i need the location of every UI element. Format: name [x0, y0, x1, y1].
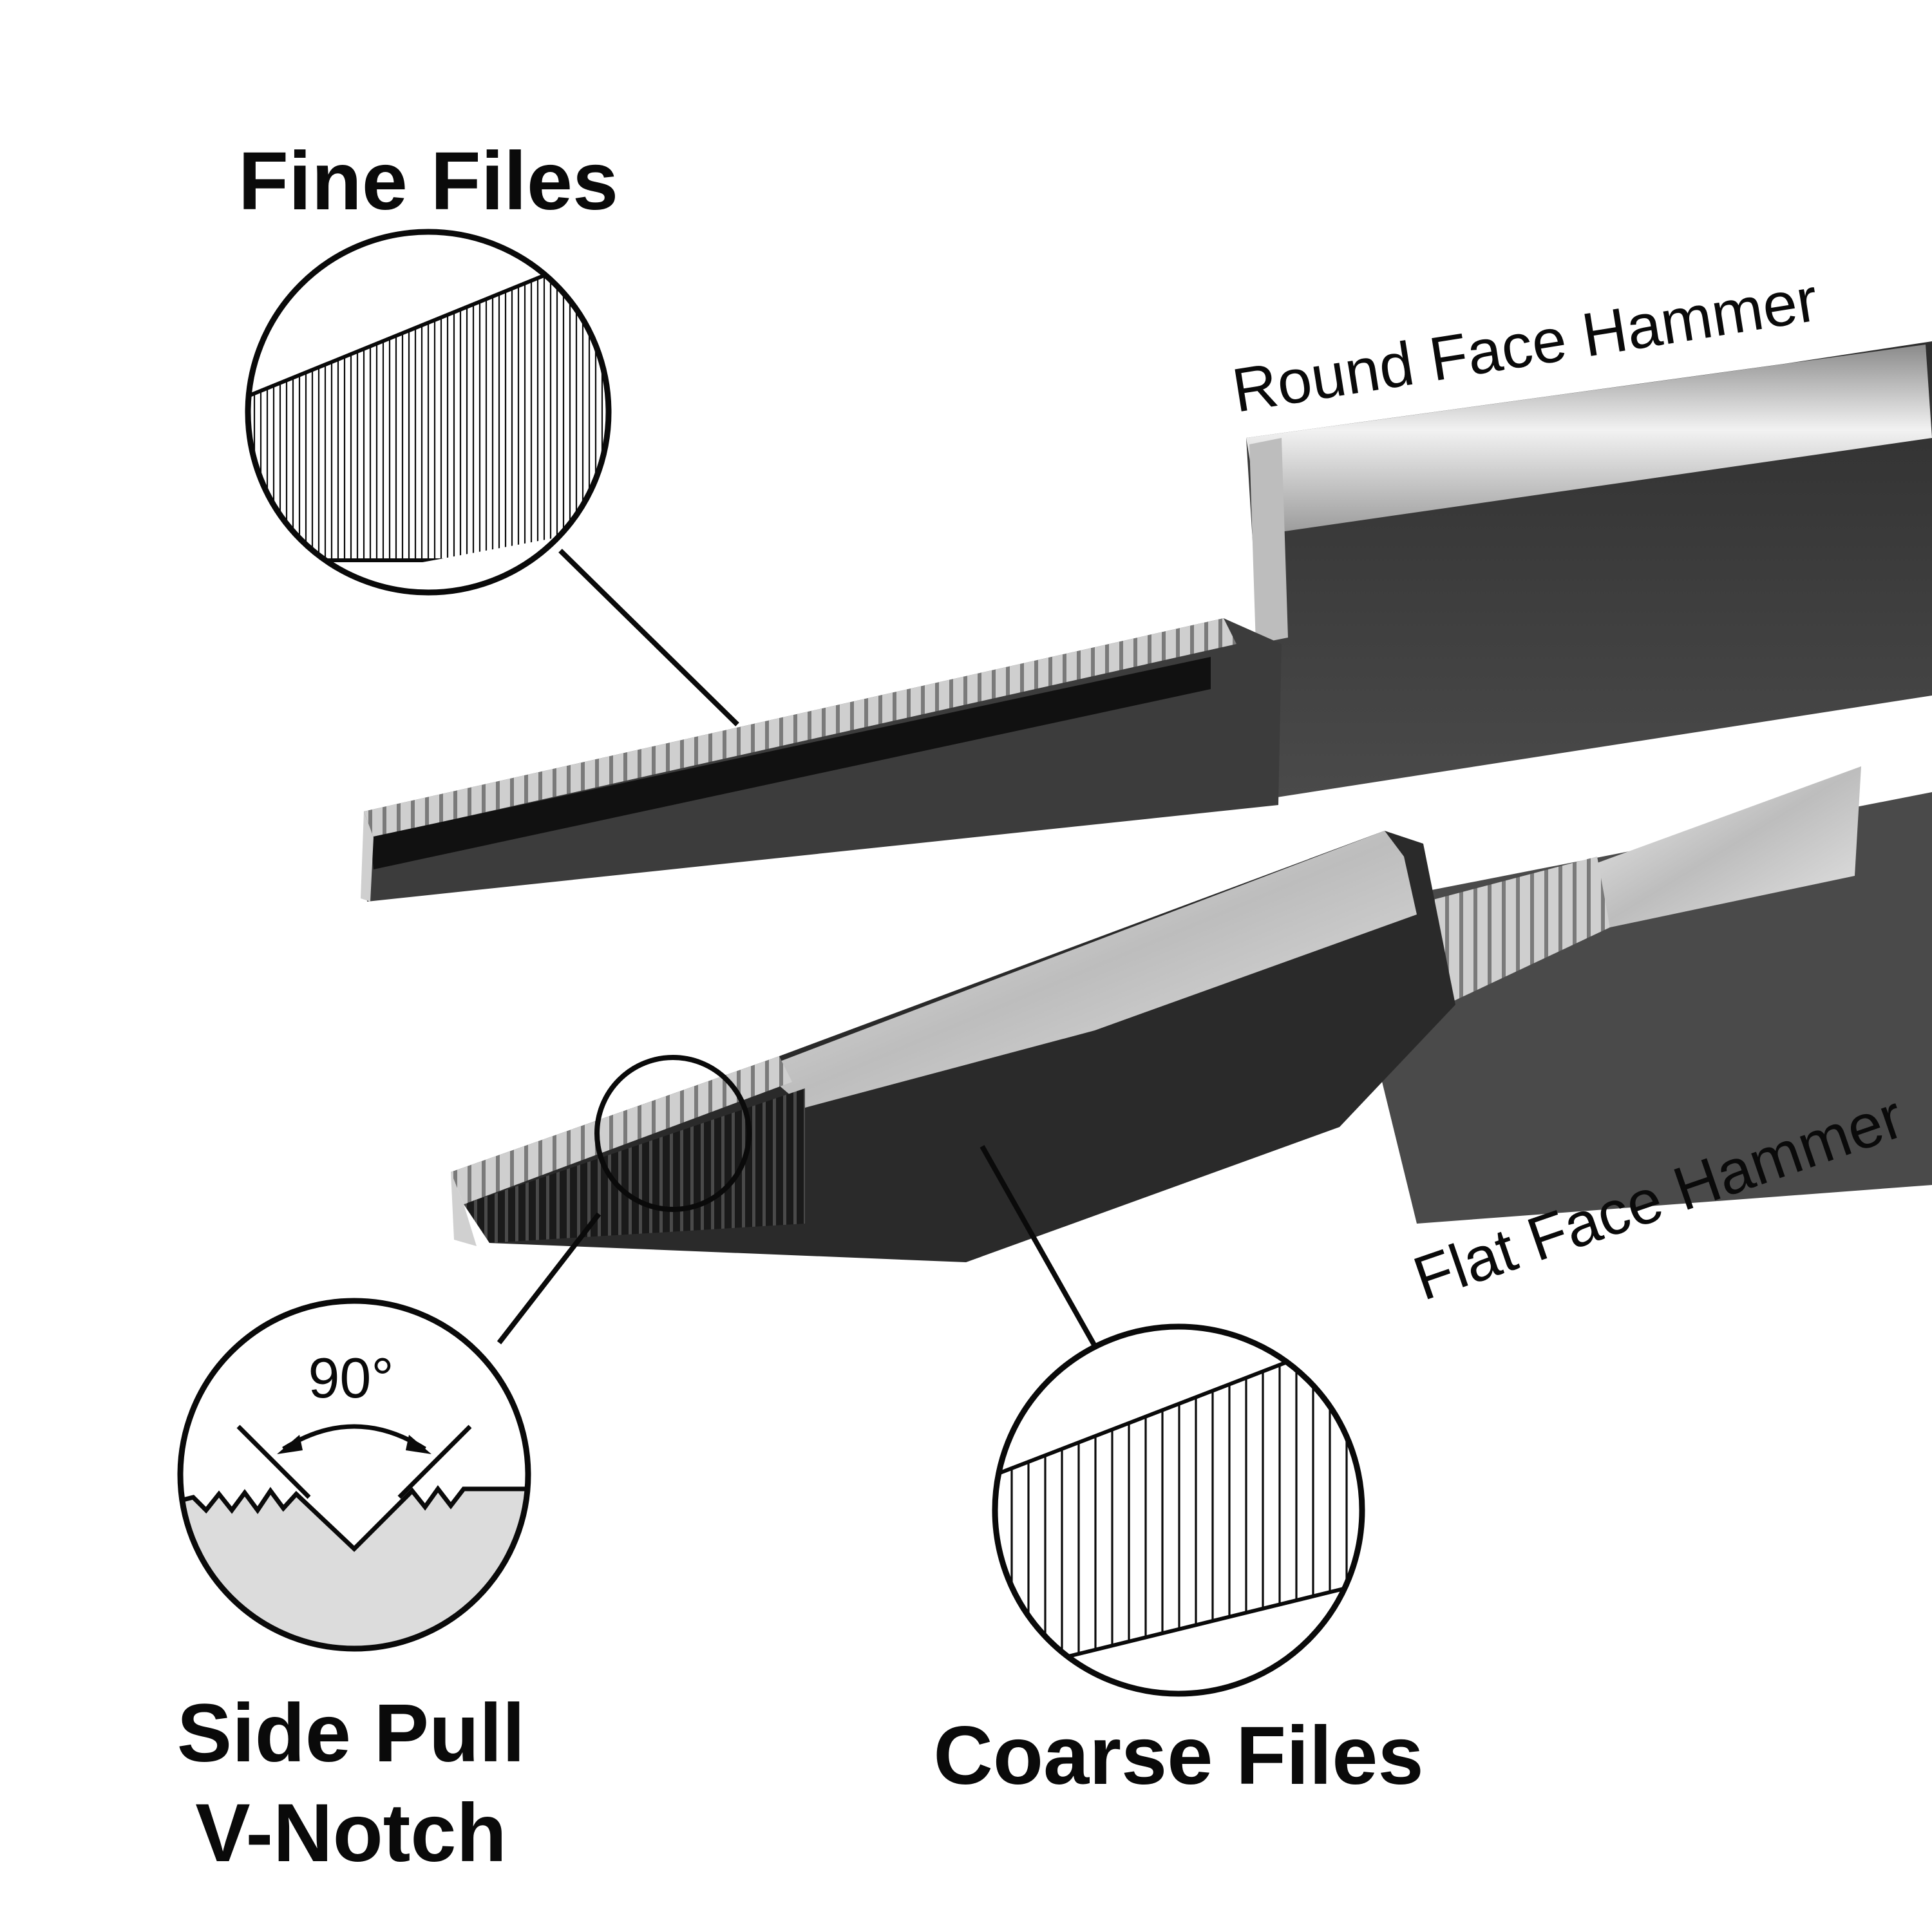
fine-files-label: Fine Files — [238, 135, 618, 227]
angle-arrow-left — [277, 1435, 303, 1454]
side-pull-label-line2: V-Notch — [195, 1787, 507, 1879]
angle-label: 90° — [308, 1346, 393, 1410]
v-notch-profile — [180, 1485, 528, 1649]
v-notch-leader — [497, 1212, 601, 1345]
angle-arm-left — [236, 1425, 311, 1499]
angle-arrow-right — [406, 1435, 431, 1454]
pliers-photo — [361, 341, 1932, 1262]
v-notch-callout: 90° Side Pull V-Notch — [177, 1298, 531, 1879]
side-pull-label-line1: Side Pull — [177, 1687, 526, 1779]
fine-files-leader — [558, 549, 739, 726]
upper-jaw-head — [1246, 341, 1932, 799]
lower-jaw-nose — [451, 831, 1455, 1262]
v-notch-circle — [177, 1298, 531, 1652]
coarse-files-label: Coarse Files — [933, 1710, 1423, 1802]
angle-arm-right — [397, 1425, 472, 1499]
coarse-files-leader — [980, 1145, 1097, 1347]
fine-files-circle — [245, 229, 612, 596]
upper-jaw-nose — [361, 618, 1282, 902]
angle-arc — [282, 1424, 426, 1451]
coarse-files-circle — [992, 1323, 1365, 1697]
coarse-files-callout: Coarse Files — [933, 1323, 1424, 1802]
fine-files-callout: Fine Files — [238, 135, 618, 596]
leader-lines — [497, 549, 1097, 1347]
v-notch-highlight-ring — [594, 1055, 752, 1212]
